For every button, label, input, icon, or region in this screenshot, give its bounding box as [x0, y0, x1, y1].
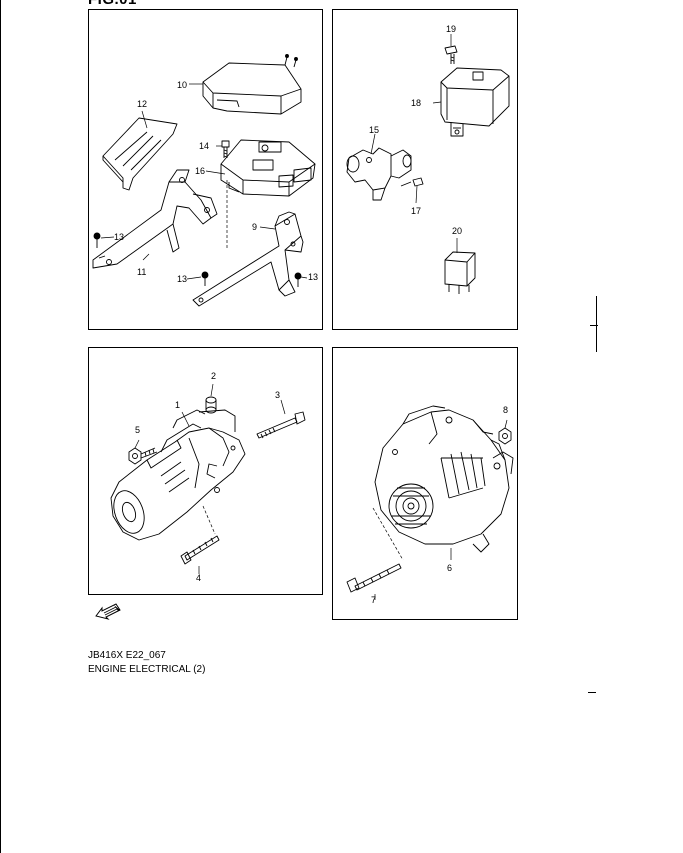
bolt-19-part [444, 45, 458, 64]
heat-shield-part [102, 117, 178, 191]
callout-part-19: 19 [446, 24, 457, 34]
page-edge-rule [0, 0, 1, 853]
panel-relay-sensor: 19 18 15 17 20 [332, 9, 518, 330]
callout-part-1: 1 [175, 400, 181, 410]
figure-code: JB416X E22_067 [88, 650, 166, 661]
ecu-brackets-drawing [92, 54, 316, 307]
registration-mark-vertical [596, 296, 597, 352]
control-module-part [440, 67, 510, 137]
bolt-13-bottom-part [201, 271, 209, 286]
front-direction-arrow-icon [95, 603, 121, 620]
panel-alternator: 8 6 7 [332, 347, 518, 620]
panel-ecu-brackets: 10 12 14 16 9 13 11 13 13 [88, 9, 323, 330]
callout-part-11: 11 [137, 267, 147, 277]
bolt-13-right-part [294, 272, 302, 287]
alternator-part [374, 405, 514, 553]
bolt-4-part [180, 535, 220, 565]
bolt-14-part [221, 140, 230, 158]
callout-part-2: 2 [211, 371, 217, 381]
panel-starter-motor: 2 1 3 5 4 [88, 347, 323, 595]
callout-part-12: 12 [137, 99, 148, 109]
sensor-housing-part [346, 147, 412, 201]
callout-part-17: 17 [411, 206, 422, 216]
callout-part-3: 3 [275, 390, 281, 400]
long-bolt-7-part [346, 563, 402, 593]
relay-20-part [444, 251, 476, 294]
figure-name: ENGINE ELECTRICAL (2) [88, 664, 206, 675]
callout-part-5: 5 [135, 425, 141, 435]
starter-motor-part [110, 409, 246, 541]
registration-mark-tick [590, 325, 598, 326]
alternator-drawing [346, 405, 514, 600]
stud-bolt-3-part [256, 411, 306, 439]
starter-motor-drawing [110, 383, 306, 574]
registration-mark-bottom [588, 692, 596, 693]
callout-part-14: 14 [199, 141, 210, 151]
callout-part-16: 16 [195, 166, 206, 176]
relay-sensor-drawing [346, 34, 510, 294]
ecu-module-part [220, 139, 316, 197]
bolt-13-left-part [93, 232, 101, 248]
ecu-cover-part [202, 54, 302, 115]
callout-part-4: 4 [196, 573, 202, 583]
bushing-2-part [205, 396, 217, 414]
callout-part-8: 8 [503, 405, 509, 415]
bolt-17-part [400, 177, 424, 187]
callout-part-13-left: 13 [114, 232, 125, 242]
callout-part-6: 6 [447, 563, 453, 573]
main-bracket-part [92, 169, 218, 269]
nut-8-part [498, 427, 512, 445]
callout-part-18: 18 [411, 98, 422, 108]
callout-part-13-right: 13 [308, 272, 319, 282]
callout-part-15: 15 [369, 125, 380, 135]
figure-title: FIG.01 [88, 0, 137, 8]
callout-part-7: 7 [371, 595, 377, 605]
callout-part-13-bottom: 13 [177, 274, 188, 284]
bracket-9-part [192, 211, 304, 307]
callout-part-9: 9 [252, 222, 258, 232]
callout-part-10: 10 [177, 80, 188, 90]
callout-part-20: 20 [452, 226, 463, 236]
